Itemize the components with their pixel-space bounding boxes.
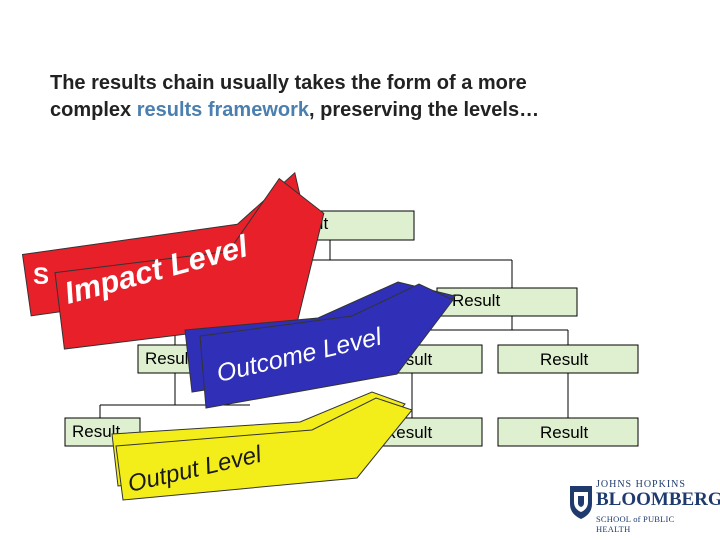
- impact-back-letter: S: [33, 263, 49, 290]
- outcome-banner-front: [199, 283, 454, 409]
- result-label: Result: [452, 291, 500, 310]
- shield-icon: [570, 486, 592, 519]
- output-level-banner: Output Level: [111, 391, 413, 501]
- logo-line-2: BLOOMBERG: [596, 489, 720, 510]
- logo-line-3: SCHOOL of PUBLIC HEALTH: [596, 514, 675, 534]
- result-box-l4-3: [497, 417, 639, 447]
- output-banner-front: [115, 397, 413, 501]
- result-label: Result: [540, 350, 588, 369]
- heading-highlight: results framework: [136, 99, 309, 121]
- result-label: Result: [540, 423, 588, 442]
- outcome-level-banner: Outcome Level: [184, 281, 456, 409]
- heading-text-2: , preserving the levels…: [309, 99, 540, 121]
- impact-banner-front: [54, 177, 325, 350]
- jhsph-logo: JOHNS HOPKINS BLOOMBERG SCHOOL of PUBLIC…: [566, 478, 720, 534]
- result-box-mid-right: [436, 287, 578, 317]
- logo-line-1: JOHNS HOPKINS: [596, 479, 686, 490]
- slide-heading: The results chain usually takes the form…: [50, 70, 570, 124]
- result-label: Result: [145, 349, 193, 368]
- result-box-l3-3: [497, 344, 639, 374]
- heading-text-1: The results chain usually takes the form…: [50, 72, 527, 121]
- result-label: Result: [72, 422, 120, 441]
- impact-level-banner: S Impact Level: [21, 171, 325, 350]
